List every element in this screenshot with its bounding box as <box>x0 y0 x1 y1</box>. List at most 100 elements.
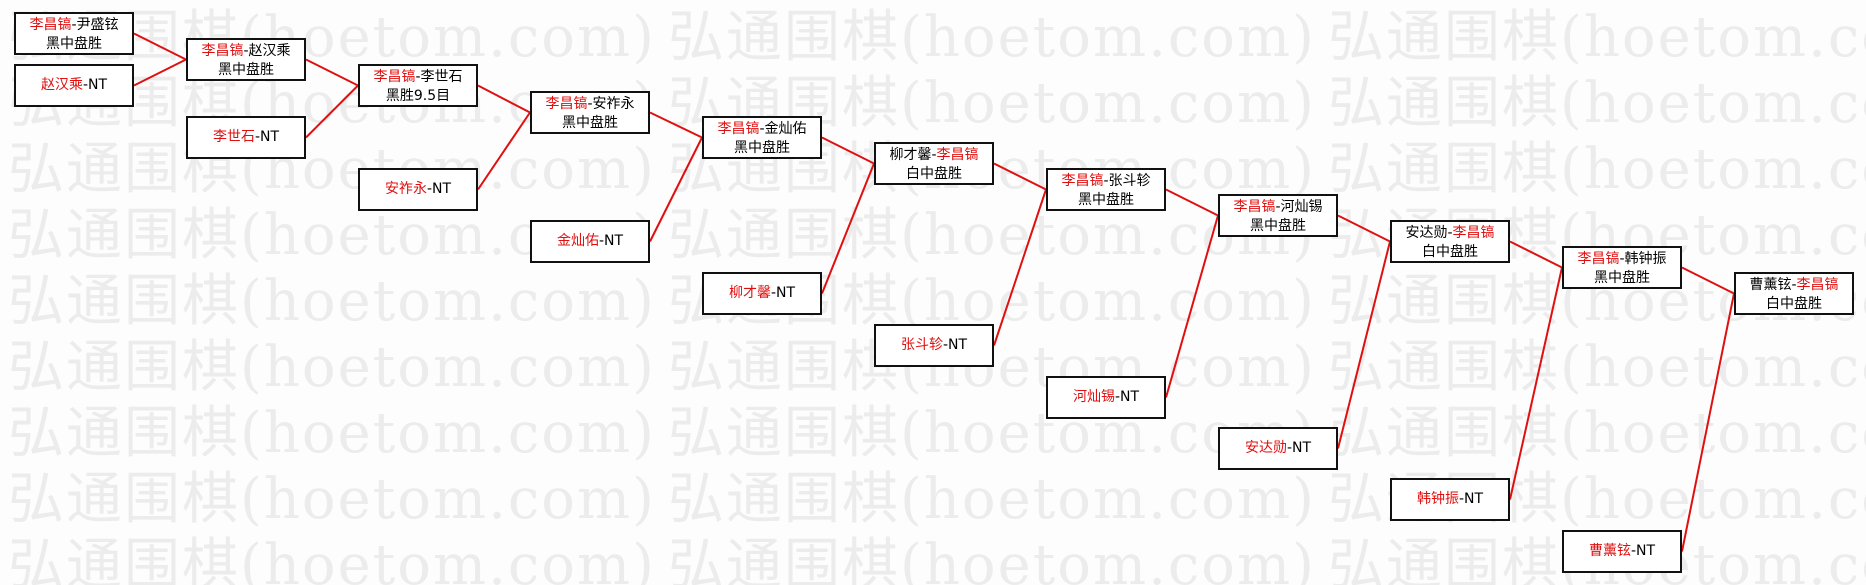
watermark-text: 弘通围棋(hoetom.com) <box>1328 71 1866 136</box>
player-separator: - <box>1630 543 1637 559</box>
player-separator: - <box>426 181 433 197</box>
player-1: 安达勋 <box>1244 440 1287 456</box>
bracket-link <box>1337 214 1391 243</box>
bracket-link <box>1337 241 1391 449</box>
player-separator: - <box>598 233 605 249</box>
player-2: 安祚永 <box>592 96 635 112</box>
match-box: 李昌镐-李世石黑胜9.5目 <box>358 64 478 107</box>
match-players: 李昌镐-张斗轸 <box>1048 172 1164 191</box>
player-2: 河灿锡 <box>1280 199 1323 215</box>
match-result: 黑中盘胜 <box>1250 218 1306 234</box>
match-box: 赵汉乘-NT <box>14 64 134 107</box>
player-2: NT <box>776 285 796 301</box>
match-players: 安祚永-NT <box>360 170 476 209</box>
player-separator: - <box>931 147 937 163</box>
bracket-link <box>821 136 875 165</box>
player-2: 李昌镐 <box>936 147 979 163</box>
player-1: 李昌镐 <box>1233 199 1276 215</box>
player-separator: - <box>1458 491 1465 507</box>
match-players: 李昌镐-韩钟振 <box>1564 250 1680 269</box>
match-result: 黑中盘胜 <box>218 62 274 78</box>
match-players: 金灿佑-NT <box>532 222 648 261</box>
match-players: 李昌镐-李世石 <box>360 68 476 87</box>
match-box: 安达勋-李昌镐白中盘胜 <box>1390 220 1510 263</box>
match-result: 黑中盘胜 <box>562 115 618 131</box>
match-box: 李世石-NT <box>186 116 306 159</box>
player-separator: - <box>587 96 593 112</box>
watermark-text: 弘通围棋(hoetom.com) <box>1328 335 1866 400</box>
player-separator: - <box>1447 225 1453 241</box>
match-result: 黑胜9.5目 <box>385 88 451 104</box>
player-separator: - <box>1286 440 1293 456</box>
player-1: 李昌镐 <box>1577 251 1620 267</box>
watermark-text: 弘通围棋(hoetom.com) <box>8 269 656 334</box>
player-2: 李世石 <box>420 69 463 85</box>
player-1: 李昌镐 <box>1061 173 1104 189</box>
player-separator: - <box>243 43 249 59</box>
watermark-text: 弘通围棋(hoetom.com) <box>668 533 1316 585</box>
watermark-text: 弘通围棋(hoetom.com) <box>1328 137 1866 202</box>
watermark-text: 弘通围棋(hoetom.com) <box>1328 401 1866 466</box>
player-separator: - <box>1103 173 1109 189</box>
bracket-link <box>1681 293 1735 552</box>
player-2: NT <box>604 233 624 249</box>
bracket-link <box>821 163 875 294</box>
bracket-link <box>133 58 187 87</box>
match-box: 河灿锡-NT <box>1046 376 1166 419</box>
player-1: 曹薰铉 <box>1588 543 1631 559</box>
match-players: 柳才馨-NT <box>704 274 820 313</box>
match-players: 李昌镐-尹盛铉 <box>16 16 132 35</box>
player-separator: - <box>942 337 949 353</box>
bracket-link <box>993 162 1047 191</box>
match-box: 柳才馨-NT <box>702 272 822 315</box>
bracket-link <box>477 84 531 114</box>
bracket-link <box>477 111 531 191</box>
match-players: 李昌镐-安祚永 <box>532 95 648 114</box>
match-players: 赵汉乘-NT <box>16 66 132 105</box>
watermark-text: 弘通围棋(hoetom.com) <box>8 467 656 532</box>
match-box: 曹薰铉-李昌镐白中盘胜 <box>1734 272 1854 315</box>
player-separator: - <box>1791 277 1797 293</box>
bracket-link <box>305 84 359 139</box>
match-box: 金灿佑-NT <box>530 220 650 263</box>
match-players: 李世石-NT <box>188 118 304 157</box>
match-players: 李昌镐-赵汉乘 <box>188 42 304 61</box>
match-box: 安祚永-NT <box>358 168 478 211</box>
player-2: 韩钟振 <box>1624 251 1667 267</box>
player-1: 安达勋 <box>1405 225 1448 241</box>
player-1: 韩钟振 <box>1416 491 1459 507</box>
match-players: 李昌镐-金灿佑 <box>704 120 820 139</box>
match-players: 曹薰铉-NT <box>1564 532 1680 571</box>
player-separator: - <box>759 121 765 137</box>
watermark-text: 弘通围棋(hoetom.com) <box>668 5 1316 70</box>
watermark-text: 弘通围棋(hoetom.com) <box>8 335 656 400</box>
player-2: 金灿佑 <box>764 121 807 137</box>
match-box: 韩钟振-NT <box>1390 478 1510 521</box>
match-box: 安达勋-NT <box>1218 427 1338 470</box>
bracket-link <box>133 32 187 61</box>
bracket-link <box>305 58 359 87</box>
player-separator: - <box>1619 251 1625 267</box>
match-result: 黑中盘胜 <box>734 140 790 156</box>
watermark-text: 弘通围棋(hoetom.com) <box>8 401 656 466</box>
match-box: 李昌镐-张斗轸黑中盘胜 <box>1046 168 1166 211</box>
bracket-link <box>1165 215 1219 398</box>
match-box: 柳才馨-李昌镐白中盘胜 <box>874 142 994 185</box>
player-2: 李昌镐 <box>1452 225 1495 241</box>
bracket-link <box>649 111 703 139</box>
player-1: 安祚永 <box>384 181 427 197</box>
bracket-link <box>1165 188 1219 217</box>
match-result: 黑中盘胜 <box>1594 270 1650 286</box>
match-box: 李昌镐-赵汉乘黑中盘胜 <box>186 38 306 81</box>
player-separator: - <box>770 285 777 301</box>
match-box: 李昌镐-安祚永黑中盘胜 <box>530 91 650 134</box>
player-2: NT <box>948 337 968 353</box>
player-separator: - <box>415 69 421 85</box>
watermark-text: 弘通围棋(hoetom.com) <box>8 137 656 202</box>
player-2: 张斗轸 <box>1108 173 1151 189</box>
bracket-link <box>993 189 1047 346</box>
match-players: 安达勋-李昌镐 <box>1392 224 1508 243</box>
player-1: 金灿佑 <box>556 233 599 249</box>
